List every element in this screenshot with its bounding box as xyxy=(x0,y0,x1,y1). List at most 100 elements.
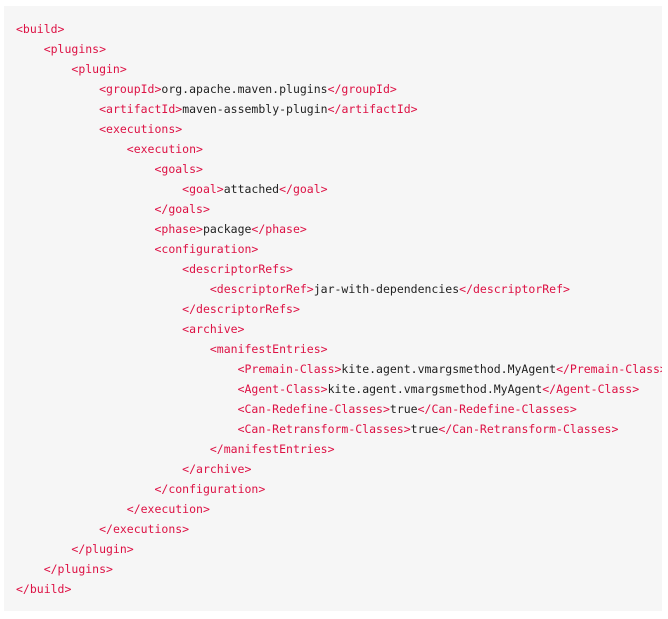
code-line: <Can-Redefine-Classes>true</Can-Redefine… xyxy=(16,399,662,419)
code-line: <executions> xyxy=(16,119,662,139)
code-line: </manifestEntries> xyxy=(16,439,662,459)
xml-close-tag: </Agent-Class> xyxy=(542,382,640,396)
code-line: <descriptorRef>jar-with-dependencies</de… xyxy=(16,279,662,299)
xml-close-tag: </goals> xyxy=(154,202,210,216)
xml-text-value: jar-with-dependencies xyxy=(313,282,460,296)
code-line: <manifestEntries> xyxy=(16,339,662,359)
xml-close-tag: </goal> xyxy=(279,182,328,196)
code-line: <groupId>org.apache.maven.plugins</group… xyxy=(16,79,662,99)
xml-open-tag: <archive> xyxy=(182,322,245,336)
xml-close-tag: </configuration> xyxy=(154,482,266,496)
code-block: <build> <plugins> <plugin> <groupId>org.… xyxy=(4,6,662,611)
code-indent xyxy=(16,242,154,256)
xml-close-tag: </Premain-Class> xyxy=(556,362,662,376)
code-indent xyxy=(16,262,182,276)
code-line: </archive> xyxy=(16,459,662,479)
xml-close-tag: </archive> xyxy=(182,462,252,476)
code-indent xyxy=(16,502,127,516)
code-line: <Can-Retransform-Classes>true</Can-Retra… xyxy=(16,419,662,439)
code-line: <Premain-Class>kite.agent.vmargsmethod.M… xyxy=(16,359,662,379)
xml-open-tag: <Can-Redefine-Classes> xyxy=(237,402,390,416)
xml-open-tag: <phase> xyxy=(154,222,203,236)
xml-text-value: org.apache.maven.plugins xyxy=(161,82,328,96)
code-indent xyxy=(16,462,182,476)
code-line: <phase>package</phase> xyxy=(16,219,662,239)
code-line: </configuration> xyxy=(16,479,662,499)
code-line: <plugins> xyxy=(16,39,662,59)
xml-open-tag: <goals> xyxy=(154,162,203,176)
code-indent xyxy=(16,542,71,556)
xml-close-tag: </descriptorRefs> xyxy=(182,302,300,316)
code-indent xyxy=(16,162,154,176)
code-line: <archive> xyxy=(16,319,662,339)
xml-open-tag: <configuration> xyxy=(154,242,259,256)
xml-open-tag: <plugins> xyxy=(43,42,107,56)
xml-open-tag: <manifestEntries> xyxy=(209,342,328,356)
code-indent xyxy=(16,342,210,356)
xml-text-value: maven-assembly-plugin xyxy=(182,102,328,116)
xml-text-value: true xyxy=(389,402,418,416)
code-indent xyxy=(16,102,99,116)
xml-open-tag: <execution> xyxy=(126,142,203,156)
code-line: <artifactId>maven-assembly-plugin</artif… xyxy=(16,99,662,119)
code-line: </build> xyxy=(16,579,662,599)
code-line: <goals> xyxy=(16,159,662,179)
code-line: </goals> xyxy=(16,199,662,219)
code-indent xyxy=(16,302,182,316)
xml-open-tag: <groupId> xyxy=(99,82,162,96)
code-indent xyxy=(16,222,154,236)
xml-text-value: true xyxy=(410,422,439,436)
xml-open-tag: <Premain-Class> xyxy=(237,362,342,376)
xml-close-tag: </plugins> xyxy=(43,562,113,576)
xml-close-tag: </executions> xyxy=(99,522,190,536)
xml-close-tag: </Can-Retransform-Classes> xyxy=(438,422,619,436)
code-line: <descriptorRefs> xyxy=(16,259,662,279)
xml-close-tag: </manifestEntries> xyxy=(209,442,335,456)
code-line: <plugin> xyxy=(16,59,662,79)
xml-close-tag: </descriptorRef> xyxy=(459,282,570,296)
code-indent xyxy=(16,422,238,436)
code-line: <Agent-Class>kite.agent.vmargsmethod.MyA… xyxy=(16,379,662,399)
xml-open-tag: <goal> xyxy=(182,182,224,196)
xml-close-tag: </artifactId> xyxy=(327,102,418,116)
code-line: <build> xyxy=(16,19,662,39)
code-indent xyxy=(16,522,99,536)
code-indent xyxy=(16,562,44,576)
xml-open-tag: <Agent-Class> xyxy=(237,382,328,396)
xml-text-value: package xyxy=(202,222,252,236)
xml-open-tag: <descriptorRef> xyxy=(209,282,314,296)
code-indent xyxy=(16,322,182,336)
code-indent xyxy=(16,42,44,56)
code-indent xyxy=(16,142,127,156)
xml-text-value: kite.agent.vmargsmethod.MyAgent xyxy=(327,382,543,396)
xml-text-value: attached xyxy=(223,182,280,196)
code-indent xyxy=(16,62,71,76)
code-indent xyxy=(16,442,210,456)
code-line: </execution> xyxy=(16,499,662,519)
xml-open-tag: <Can-Retransform-Classes> xyxy=(237,422,411,436)
code-line: <configuration> xyxy=(16,239,662,259)
code-line: </plugins> xyxy=(16,559,662,579)
code-indent xyxy=(16,382,238,396)
code-line: <goal>attached</goal> xyxy=(16,179,662,199)
xml-text-value: kite.agent.vmargsmethod.MyAgent xyxy=(341,362,557,376)
code-indent xyxy=(16,362,238,376)
xml-close-tag: </execution> xyxy=(126,502,210,516)
code-indent xyxy=(16,402,238,416)
code-line: </plugin> xyxy=(16,539,662,559)
xml-open-tag: <plugin> xyxy=(71,62,127,76)
code-indent xyxy=(16,202,154,216)
xml-open-tag: <descriptorRefs> xyxy=(182,262,293,276)
xml-close-tag: </Can-Redefine-Classes> xyxy=(417,402,577,416)
code-indent xyxy=(16,122,99,136)
code-line: <execution> xyxy=(16,139,662,159)
code-indent xyxy=(16,82,99,96)
code-indent xyxy=(16,482,154,496)
xml-close-tag: </phase> xyxy=(251,222,307,236)
xml-close-tag: </groupId> xyxy=(327,82,397,96)
xml-open-tag: <executions> xyxy=(99,122,183,136)
xml-open-tag: <artifactId> xyxy=(99,102,183,116)
code-line: </executions> xyxy=(16,519,662,539)
xml-close-tag: </plugin> xyxy=(71,542,134,556)
code-indent xyxy=(16,182,182,196)
